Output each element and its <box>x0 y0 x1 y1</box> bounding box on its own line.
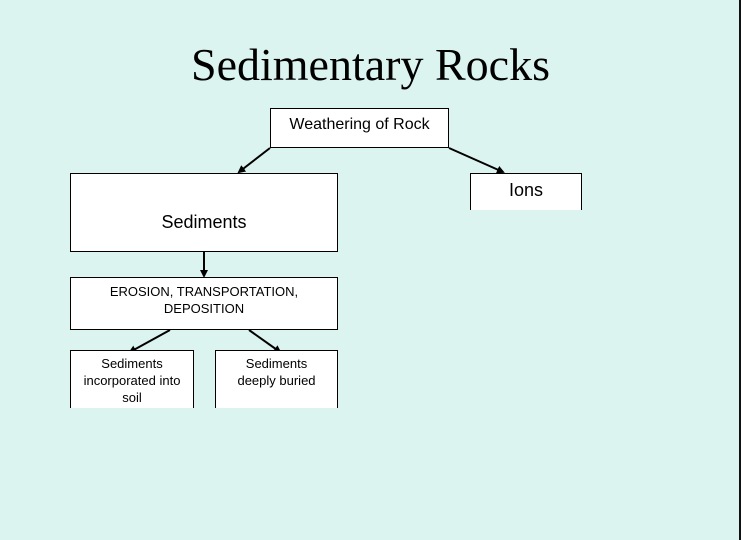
node-label: Weathering of Rock <box>289 116 430 133</box>
node-label-line: incorporated into <box>83 373 181 388</box>
node-label-line: Sediments <box>245 356 308 371</box>
arrow-erosion-to-buried <box>248 329 282 354</box>
node-label-line: Sediments <box>101 356 163 371</box>
slide-title: Sedimentary Rocks <box>191 39 550 90</box>
node-label-line: DEPOSITION <box>163 301 245 316</box>
node-label: Sediments <box>161 212 247 232</box>
node-sediments-deeply-buried: Sediments deeply buried <box>215 350 338 408</box>
node-label-line: deeply buried <box>237 373 316 388</box>
node-label-line: EROSION, TRANSPORTATION, <box>109 284 299 299</box>
node-label-line: soil <box>122 390 142 405</box>
node-label: Ions <box>508 180 544 200</box>
right-border <box>739 0 741 540</box>
arrow-weathering-to-ions <box>448 147 505 174</box>
node-erosion-transportation-deposition: EROSION, TRANSPORTATION, DEPOSITION <box>70 277 338 330</box>
node-sediments-incorporated-into-soil: Sediments incorporated into soil <box>70 350 194 408</box>
node-sediments: Sediments <box>70 173 338 252</box>
node-weathering-of-rock: Weathering of Rock <box>270 108 449 148</box>
node-ions: Ions <box>470 173 582 210</box>
arrow-erosion-to-soil <box>128 329 171 353</box>
arrow-weathering-to-sediments <box>237 147 271 174</box>
